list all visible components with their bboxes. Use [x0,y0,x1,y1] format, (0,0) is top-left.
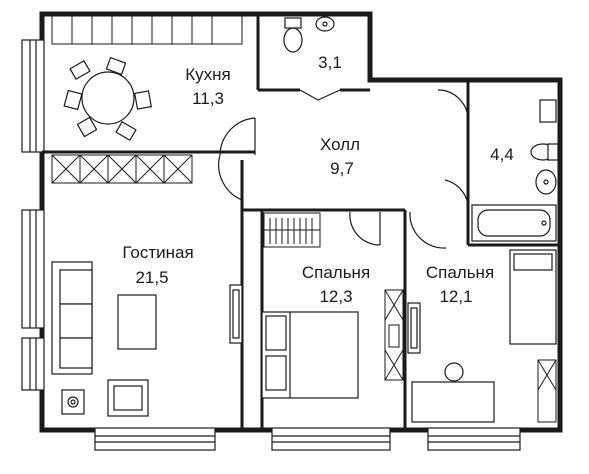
wardrobe [263,212,321,248]
washing-machine [61,389,85,415]
chair-icon [444,362,464,382]
room-label-bedroom-1: Спальня 12,3 [302,263,370,306]
kitchen-counter [51,15,243,45]
window-icon [21,39,45,391]
sofa-icon [51,261,93,375]
room-name: Спальня [426,263,494,282]
room-area: 11,3 [192,89,224,108]
room-area: 21,5 [135,268,168,287]
radiator-icon [94,427,521,451]
toilet-icon [530,143,559,161]
room-label-bedroom-2: Спальня 12,1 [426,263,494,306]
wardrobe [537,359,557,423]
single-bed-icon [509,249,557,345]
tv-unit [229,284,243,344]
desk [411,381,495,423]
room-label-living: Гостиная 21,5 [122,243,193,287]
coffee-table [117,294,157,350]
bathtub-icon [471,204,557,242]
room-label-bathroom-2: 4,4 [490,145,514,164]
room-name: Кухня [185,65,231,84]
dining-table-icon [63,56,152,142]
room-label-bathroom: 3,1 [318,53,342,72]
partition-cabinet [51,154,193,184]
tv-unit [407,302,421,354]
room-name: Спальня [302,263,370,282]
shelf [539,99,557,123]
toilet-icon [283,17,303,53]
double-bed-icon [261,311,359,399]
wardrobe [384,289,404,381]
room-area: 9,7 [330,159,354,178]
sink-icon [315,16,335,32]
sink-icon [535,169,557,195]
room-area: 3,1 [318,53,342,72]
room-name: Холл [320,135,360,154]
door-swing-icon [218,89,469,249]
armchair-icon [107,379,149,417]
room-label-kitchen: Кухня 11,3 [185,65,231,108]
room-area: 12,3 [319,287,352,306]
room-area: 12,1 [439,287,472,306]
room-name: Гостиная [122,243,193,262]
room-label-hall: Холл 9,7 [320,135,360,178]
room-area: 4,4 [490,145,514,164]
